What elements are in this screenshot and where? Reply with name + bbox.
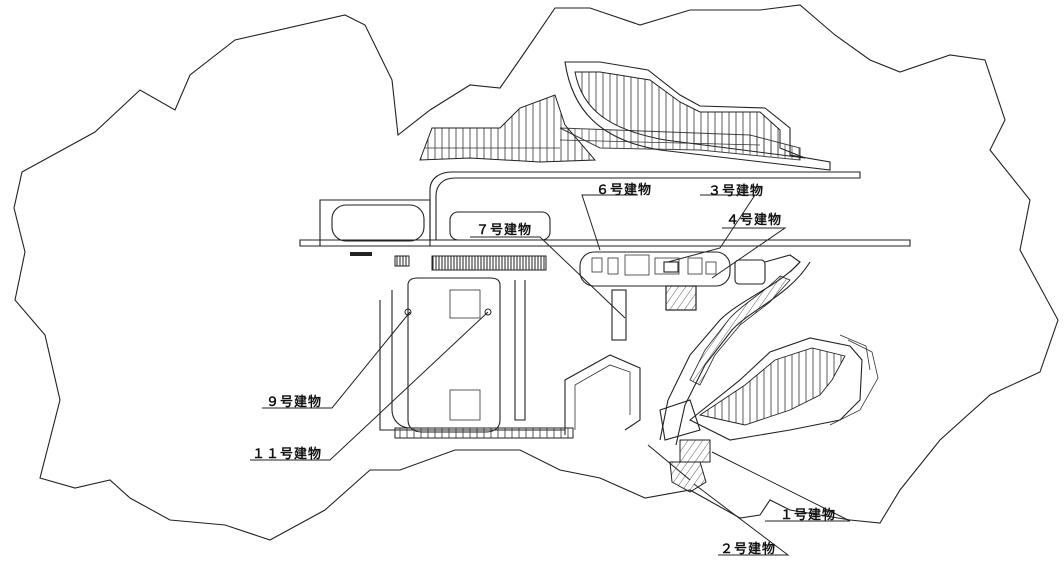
building-2-footprint (669, 461, 707, 493)
south-access-road (659, 261, 801, 441)
building-3-footprint (663, 261, 679, 273)
central-compound (579, 251, 731, 287)
west-field (407, 277, 501, 433)
building-7-footprint (611, 289, 627, 341)
label-building-6: ６号建物 (596, 183, 653, 198)
site-boundary (13, 4, 1059, 541)
east-terrace (688, 337, 863, 441)
south-structure (564, 354, 641, 435)
label-building-11: １１号建物 (252, 447, 323, 462)
west-terrace-hatch (419, 94, 597, 163)
label-building-1: １号建物 (780, 508, 837, 523)
label-building-7: ７号建物 (476, 223, 533, 238)
label-building-4: ４号建物 (726, 213, 783, 228)
parking-row (431, 255, 547, 271)
label-building-3: ３号建物 (708, 184, 765, 199)
main-road (429, 171, 861, 240)
label-building-2: ２号建物 (720, 542, 777, 557)
label-building-9: ９号建物 (266, 395, 323, 410)
building-1-footprint (679, 439, 711, 463)
leader-lines (250, 194, 851, 556)
access-road-hatch (689, 275, 791, 386)
terrace-band (559, 127, 801, 161)
south-strip (394, 427, 574, 439)
building-4-annex (665, 285, 697, 311)
